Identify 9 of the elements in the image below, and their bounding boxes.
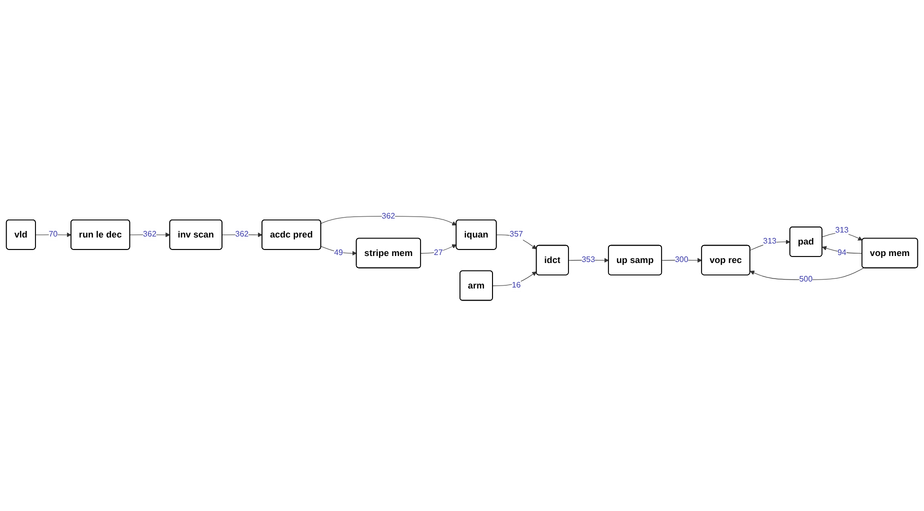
- arrow: [496, 234, 537, 250]
- arrow: [222, 232, 262, 238]
- arrow: [822, 232, 863, 241]
- arrow: [568, 258, 609, 263]
- arrow: [750, 268, 864, 280]
- arrow: [35, 232, 72, 238]
- arrow: [320, 216, 457, 226]
- arrow: [420, 244, 457, 254]
- arrow: [662, 258, 702, 263]
